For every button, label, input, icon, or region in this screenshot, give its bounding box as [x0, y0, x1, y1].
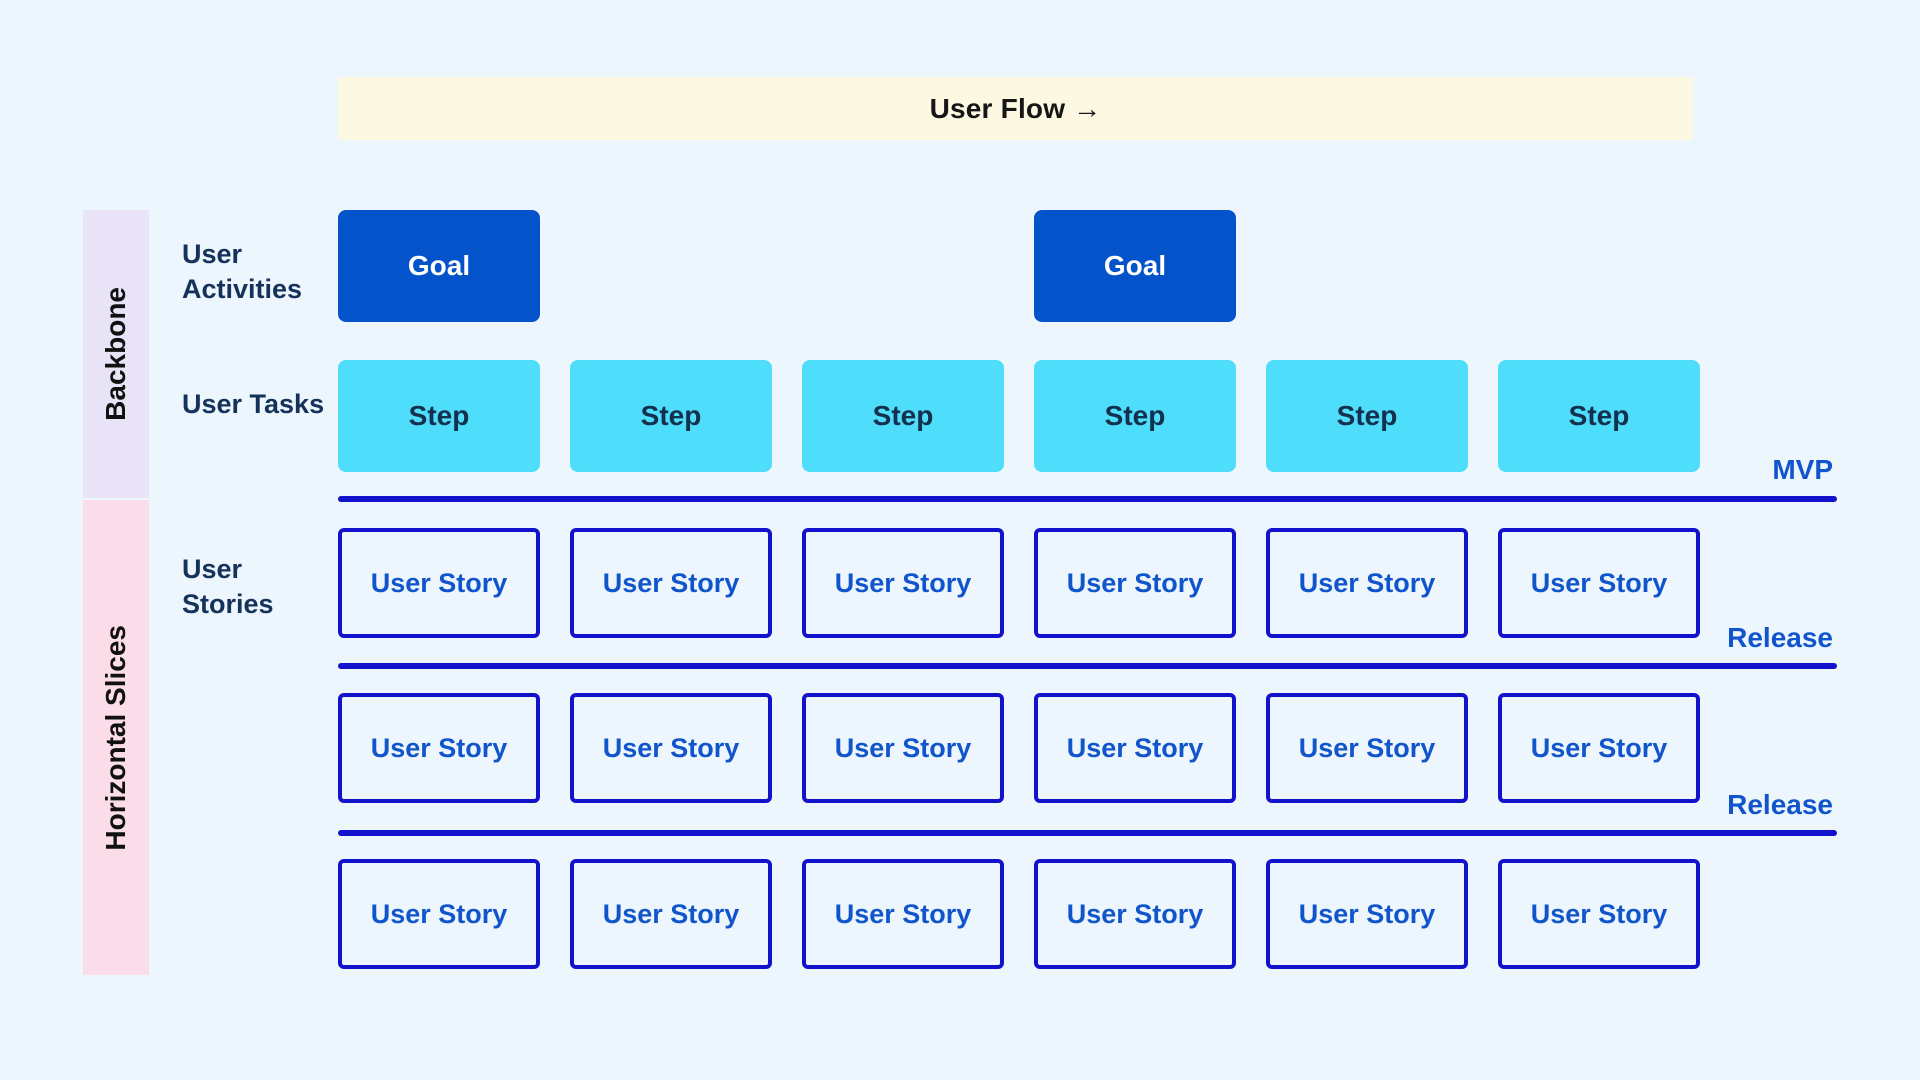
user-tasks-row-label: User Tasks	[182, 389, 325, 419]
user-story-card: User Story	[1498, 528, 1700, 638]
step-card: Step	[1266, 360, 1468, 472]
goal-card: Goal	[338, 210, 540, 322]
user-story-card: User Story	[570, 693, 772, 803]
user-story-card: User Story	[1266, 859, 1468, 969]
user-story-card: User Story	[802, 528, 1004, 638]
backbone-label: Backbone	[100, 287, 131, 421]
release-divider-line	[338, 830, 1837, 836]
user-story-card: User Story	[338, 693, 540, 803]
user-story-card: User Story	[1498, 693, 1700, 803]
user-activities-row-label: User Activities	[182, 239, 303, 304]
user-story-card: User Story	[1266, 528, 1468, 638]
step-card: Step	[1498, 360, 1700, 472]
user-story-card: User Story	[802, 693, 1004, 803]
user-story-card: User Story	[1034, 693, 1236, 803]
horizontal-slices-strip: Horizontal Slices	[83, 500, 149, 975]
release-divider-line	[338, 663, 1837, 669]
user-flow-banner: User Flow →	[338, 77, 1693, 140]
user-story-card: User Story	[1266, 693, 1468, 803]
mvp-label: MVP	[1772, 454, 1833, 485]
backbone-strip: Backbone	[83, 210, 149, 498]
goal-card: Goal	[1034, 210, 1236, 322]
user-story-card: User Story	[570, 528, 772, 638]
user-stories-row-label: User Stories	[182, 554, 274, 619]
step-card: Step	[1034, 360, 1236, 472]
user-story-card: User Story	[1498, 859, 1700, 969]
mvp-divider-line	[338, 496, 1837, 502]
step-card: Step	[802, 360, 1004, 472]
release-label: Release	[1727, 622, 1833, 653]
release-label: Release	[1727, 789, 1833, 820]
user-story-card: User Story	[1034, 859, 1236, 969]
horizontal-slices-label: Horizontal Slices	[100, 624, 131, 851]
step-card: Step	[338, 360, 540, 472]
user-flow-label: User Flow →	[929, 92, 1102, 124]
user-story-card: User Story	[338, 528, 540, 638]
step-card: Step	[570, 360, 772, 472]
user-story-card: User Story	[802, 859, 1004, 969]
user-story-card: User Story	[570, 859, 772, 969]
user-story-card: User Story	[338, 859, 540, 969]
user-story-card: User Story	[1034, 528, 1236, 638]
